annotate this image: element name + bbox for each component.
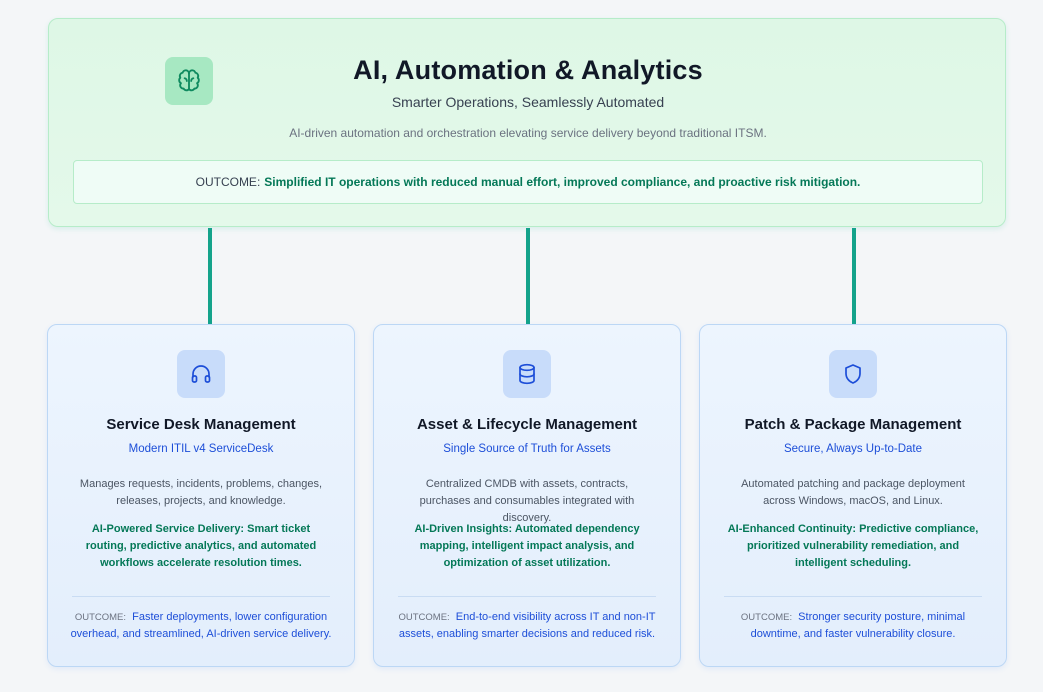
card-asset-lifecycle: Asset & Lifecycle Management Single Sour… xyxy=(373,324,681,667)
card-patch-package: Patch & Package Management Secure, Alway… xyxy=(699,324,1007,667)
card-divider xyxy=(398,596,656,597)
card-title: Patch & Package Management xyxy=(744,416,962,433)
brain-icon xyxy=(165,57,213,105)
card-subtitle: Modern ITIL v4 ServiceDesk xyxy=(128,443,274,455)
card-service-desk: Service Desk Management Modern ITIL v4 S… xyxy=(47,324,355,667)
card-ai-text: AI-Enhanced Continuity: Predictive compl… xyxy=(727,523,979,569)
card-outcome: OUTCOME: Faster deployments, lower confi… xyxy=(68,609,334,643)
page-subtitle: Smarter Operations, Seamlessly Automated xyxy=(391,94,665,110)
card-divider xyxy=(72,596,330,597)
card-title: Service Desk Management xyxy=(106,416,296,433)
card-ai-text: AI-Driven Insights: Automated dependency… xyxy=(414,523,640,569)
header-description: AI-driven automation and orchestration e… xyxy=(289,126,767,140)
connector-line-1 xyxy=(208,228,212,324)
header-outcome-box: OUTCOME: Simplified IT operations with r… xyxy=(73,160,983,204)
card-outcome-label: OUTCOME: xyxy=(74,612,127,623)
card-outcome: OUTCOME: End-to-end visibility across IT… xyxy=(394,609,660,643)
database-icon xyxy=(503,350,551,398)
card-description: Manages requests, incidents, problems, c… xyxy=(79,478,323,507)
page-title: AI, Automation & Analytics xyxy=(353,55,703,85)
header-card: AI, Automation & Analytics Smarter Opera… xyxy=(48,18,1006,227)
card-description: Automated patching and package deploymen… xyxy=(741,478,965,507)
card-subtitle: Secure, Always Up-to-Date xyxy=(783,443,923,455)
shield-icon xyxy=(829,350,877,398)
card-divider xyxy=(724,596,982,597)
card-outcome: OUTCOME: Stronger security posture, mini… xyxy=(720,609,986,643)
card-ai-text: AI-Powered Service Delivery: Smart ticke… xyxy=(85,523,317,569)
card-outcome-text: End-to-end visibility across IT and non-… xyxy=(398,611,656,640)
header-outcome-text: Simplified IT operations with reduced ma… xyxy=(264,175,861,189)
card-description: Centralized CMDB with assets, contracts,… xyxy=(419,478,635,524)
card-outcome-text: Stronger security posture, minimal downt… xyxy=(750,611,966,640)
card-outcome-label: OUTCOME: xyxy=(398,612,450,623)
header-outcome-label: OUTCOME: xyxy=(195,175,261,189)
connector-line-2 xyxy=(526,228,530,324)
headphones-icon xyxy=(177,350,225,398)
card-subtitle: Single Source of Truth for Assets xyxy=(443,443,611,455)
connector-line-3 xyxy=(852,228,856,324)
card-title: Asset & Lifecycle Management xyxy=(416,416,638,433)
card-outcome-label: OUTCOME: xyxy=(740,612,793,623)
card-outcome-text: Faster deployments, lower configuration … xyxy=(70,611,332,640)
